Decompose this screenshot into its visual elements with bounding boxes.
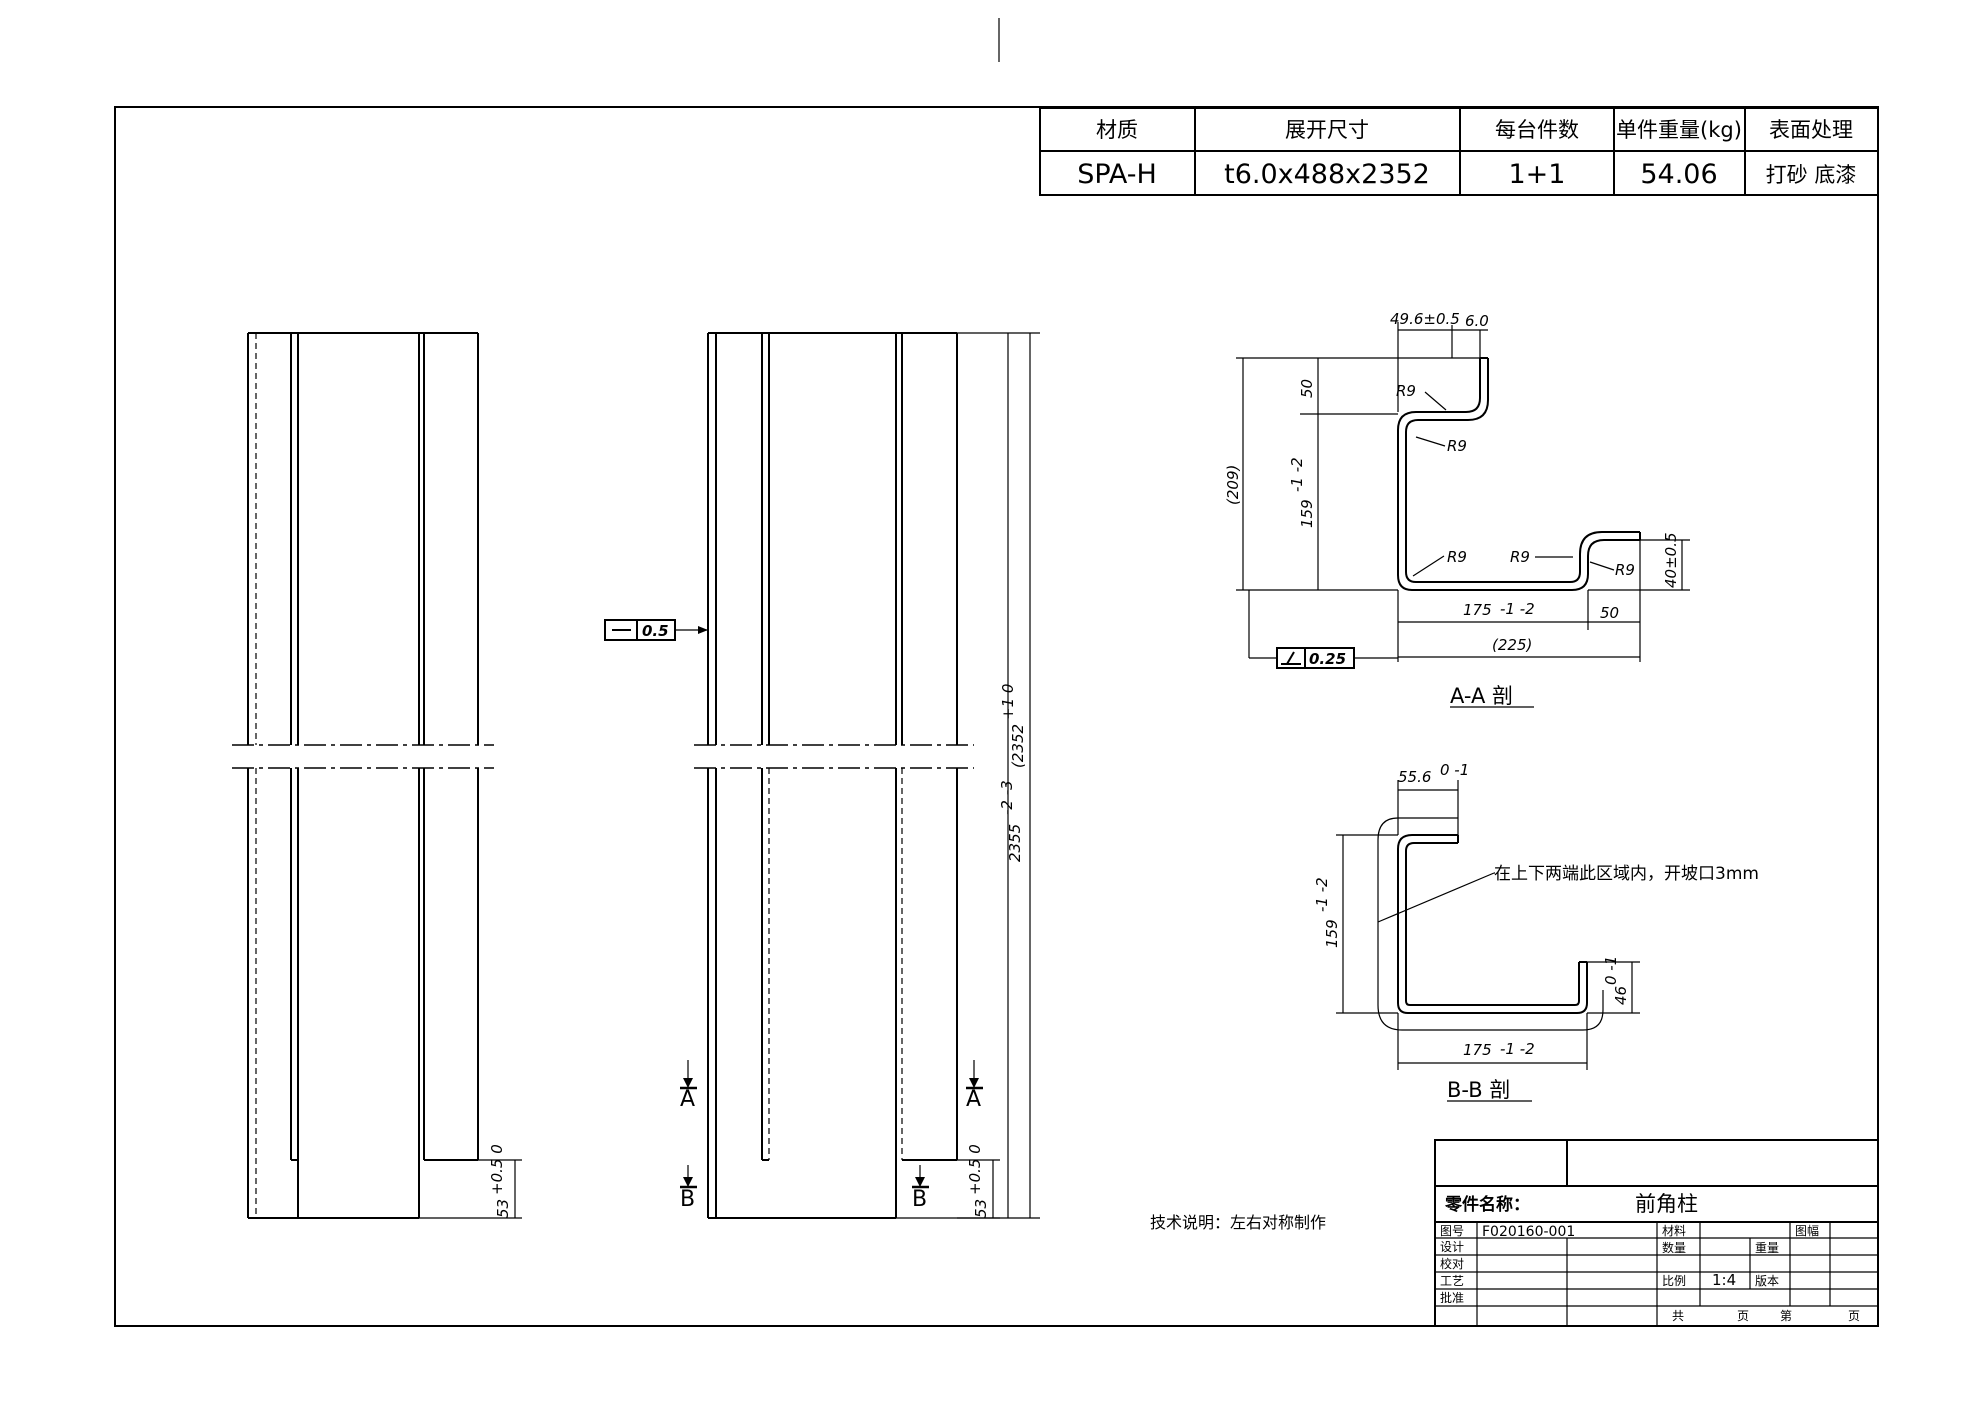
bb-web-height-dim: 159 xyxy=(1323,919,1341,948)
process-label: 工艺 xyxy=(1440,1274,1464,1288)
bb-bevel-note: 在上下两端此区域内，开坡口3mm xyxy=(1494,864,1759,884)
section-bb-view: 55.6 0 -1 159 -1 -2 46 0 -1 175 -1 -2 在上… xyxy=(1313,761,1759,1102)
spec-value-surface: 打砂 底漆 xyxy=(1766,163,1857,187)
page-label-2: 页 xyxy=(1848,1309,1860,1323)
aa-lip-width-dim: 50 xyxy=(1600,604,1619,622)
perpendicularity-value: 0.25 xyxy=(1309,650,1346,668)
column-view-left: 53 +0.5 0 xyxy=(232,332,522,1219)
aa-thickness-dim: 6.0 xyxy=(1465,312,1489,330)
aa-radius-3: R9 xyxy=(1447,548,1467,566)
bb-top-flange-dim: 55.6 xyxy=(1398,768,1431,786)
aa-overall-height-dim: (209) xyxy=(1224,465,1242,505)
total-label: 共 xyxy=(1672,1309,1684,1323)
height-dim-tol: -2 -3 xyxy=(998,780,1016,815)
aa-overall-width-dim: (225) xyxy=(1492,636,1532,654)
spec-header-size: 展开尺寸 xyxy=(1285,118,1369,142)
spec-value-weight: 54.06 xyxy=(1640,159,1717,190)
aa-radius-2: R9 xyxy=(1447,437,1467,455)
scale-value: 1:4 xyxy=(1712,1271,1736,1289)
sheet-label: 第 xyxy=(1780,1309,1792,1323)
bb-lip-height-tol: 0 -1 xyxy=(1602,956,1620,985)
section-aa-view: 49.6±0.5 6.0 (209) 50 159 -1 -2 R9 R9 R9… xyxy=(1224,310,1690,708)
aa-radius-5: R9 xyxy=(1615,561,1635,579)
left-bottom-offset-dim: 53 xyxy=(494,1199,512,1218)
flatness-tolerance-value: 0.5 xyxy=(642,622,669,640)
section-marker-a-left: A xyxy=(680,1087,695,1112)
aa-radius-4: R9 xyxy=(1510,548,1530,566)
overall-dim-value: (2352 xyxy=(1009,724,1027,768)
spec-value-size: t6.0x488x2352 xyxy=(1224,159,1430,190)
section-aa-title: A-A 剖 xyxy=(1450,684,1513,708)
material-label: 材料 xyxy=(1662,1224,1686,1238)
aa-flange-height-dim: 50 xyxy=(1298,379,1316,398)
drawing-format-label: 图幅 xyxy=(1795,1223,1819,1238)
aa-bottom-width-dim: 175 xyxy=(1463,601,1492,619)
spec-value-material: SPA-H xyxy=(1077,159,1157,190)
spec-header-material: 材质 xyxy=(1096,118,1138,142)
quantity-label: 数量 xyxy=(1662,1240,1686,1255)
spec-value-qty: 1+1 xyxy=(1509,159,1566,190)
drawing-no-label: 图号 xyxy=(1440,1224,1464,1238)
aa-web-height-dim: 159 xyxy=(1298,499,1316,528)
aa-lip-height-dim: 40±0.5 xyxy=(1662,532,1680,588)
right-bottom-offset-tol: +0.5 0 xyxy=(966,1144,984,1195)
aa-top-flange-dim: 49.6±0.5 xyxy=(1390,310,1460,328)
section-marker-a-right: A xyxy=(966,1087,981,1112)
approve-label: 批准 xyxy=(1440,1290,1464,1305)
scale-label: 比例 xyxy=(1662,1274,1686,1288)
drawing-border xyxy=(114,106,1879,1327)
tech-note: 技术说明：左右对称制作 xyxy=(1150,1213,1326,1232)
aa-radius-1: R9 xyxy=(1396,382,1416,400)
bb-top-flange-tol: 0 -1 xyxy=(1440,761,1469,779)
weight-label: 重量 xyxy=(1755,1241,1779,1255)
section-marker-b-right: B xyxy=(912,1187,927,1212)
bb-bottom-width-tol: -1 -2 xyxy=(1500,1040,1535,1058)
check-label: 校对 xyxy=(1440,1256,1464,1271)
right-bottom-offset-dim: 53 xyxy=(972,1199,990,1218)
aa-web-height-tol: -1 -2 xyxy=(1288,457,1306,492)
spec-table: 材质 展开尺寸 每台件数 单件重量(kg) 表面处理 SPA-H t6.0x48… xyxy=(1039,107,1879,196)
part-name: 前角柱 xyxy=(1635,1192,1698,1216)
drawing-no: F020160-001 xyxy=(1482,1224,1575,1240)
overall-dim-tol: +1 0 xyxy=(999,684,1017,720)
page-label: 页 xyxy=(1737,1309,1749,1323)
design-label: 设计 xyxy=(1440,1240,1464,1254)
part-name-label: 零件名称： xyxy=(1444,1194,1530,1215)
bb-web-height-tol: -1 -2 xyxy=(1313,877,1331,912)
spec-header-surface: 表面处理 xyxy=(1769,118,1853,142)
column-view-right: 0.5 A A B B 53 +0.5 0 2355 -2 -3 (23 xyxy=(604,332,1040,1219)
spec-header-qty: 每台件数 xyxy=(1495,118,1579,142)
bb-lip-height-dim: 46 xyxy=(1612,986,1630,1005)
spec-header-weight: 单件重量(kg) xyxy=(1616,118,1742,142)
section-bb-title: B-B 剖 xyxy=(1447,1078,1510,1102)
bb-bottom-width-dim: 175 xyxy=(1463,1041,1492,1059)
section-marker-b-left: B xyxy=(680,1187,695,1212)
version-label: 版本 xyxy=(1755,1274,1779,1288)
height-dim-value: 2355 xyxy=(1006,824,1024,862)
title-block: 零件名称： 前角柱 图号 F020160-001 材料 图幅 设计 校对 工艺 … xyxy=(1434,1139,1879,1327)
left-bottom-offset-tol: +0.5 0 xyxy=(488,1144,506,1195)
aa-bottom-width-tol: -1 -2 xyxy=(1500,600,1535,618)
